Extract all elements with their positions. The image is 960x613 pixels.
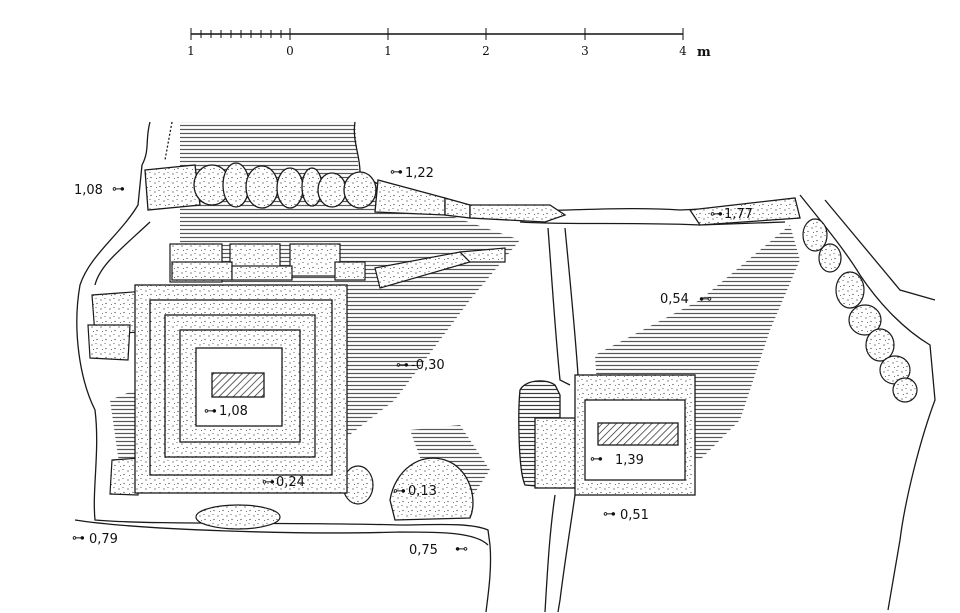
elevation-label: 1,22	[405, 166, 434, 181]
elevation-label: -0,30	[411, 358, 445, 373]
stone-wall-top	[144, 162, 801, 226]
scale-tick-label: 3	[581, 44, 589, 58]
elevation-label: 0,75	[409, 543, 438, 558]
elevation-label: 1,08	[74, 183, 103, 198]
elevation-label: 0,51	[620, 508, 649, 523]
scale-tick-label: 0	[286, 44, 294, 58]
scale-bar: 1 0 1 2 3 4 m	[187, 28, 711, 60]
stone-cluster-right	[802, 218, 918, 403]
wall-outlines	[74, 121, 936, 613]
scale-tick-label: 1	[384, 44, 392, 58]
elevation-label: 0,13	[408, 484, 437, 499]
rock-center	[389, 457, 474, 521]
level-marker-icon: ⊷	[699, 292, 712, 307]
level-marker-icon: ⊶	[603, 507, 616, 522]
elevation-label: 0,79	[89, 532, 118, 547]
level-marker-icon: ⊶	[396, 358, 409, 373]
elevation-labels: 1,08 ⊶ ⊶ 1,22 ⊶ 1,77 0,54 ⊷ ⊶ -0,30 ⊶ 1,…	[72, 165, 753, 558]
level-marker-icon: ⊶	[393, 484, 406, 499]
scale-tick-label: 4	[679, 44, 687, 58]
level-marker-icon: ⊶	[72, 531, 85, 546]
elevation-label: 1,77	[724, 207, 753, 222]
scale-unit: m	[697, 45, 711, 60]
level-marker-icon: ⊶	[112, 182, 125, 197]
level-marker-icon: ⊶	[710, 207, 723, 222]
stone-wall-mid	[169, 243, 506, 289]
level-marker-icon: ⊶	[204, 404, 217, 419]
level-marker-icon: ⊷	[455, 542, 468, 557]
elevation-label: 1,39	[615, 453, 644, 468]
level-marker-icon: ⊶	[390, 165, 403, 180]
scale-tick-label: 1	[187, 44, 195, 58]
elevation-label: 0,54	[660, 292, 689, 307]
elevation-label: 1,08	[219, 404, 248, 419]
stepped-platform-left	[134, 284, 348, 494]
elevation-label: 0,24	[276, 475, 305, 490]
level-marker-icon: ⊶	[262, 475, 275, 490]
structure-right	[518, 374, 696, 496]
level-marker-icon: ⊶	[590, 452, 603, 467]
scale-tick-label: 2	[482, 44, 490, 58]
